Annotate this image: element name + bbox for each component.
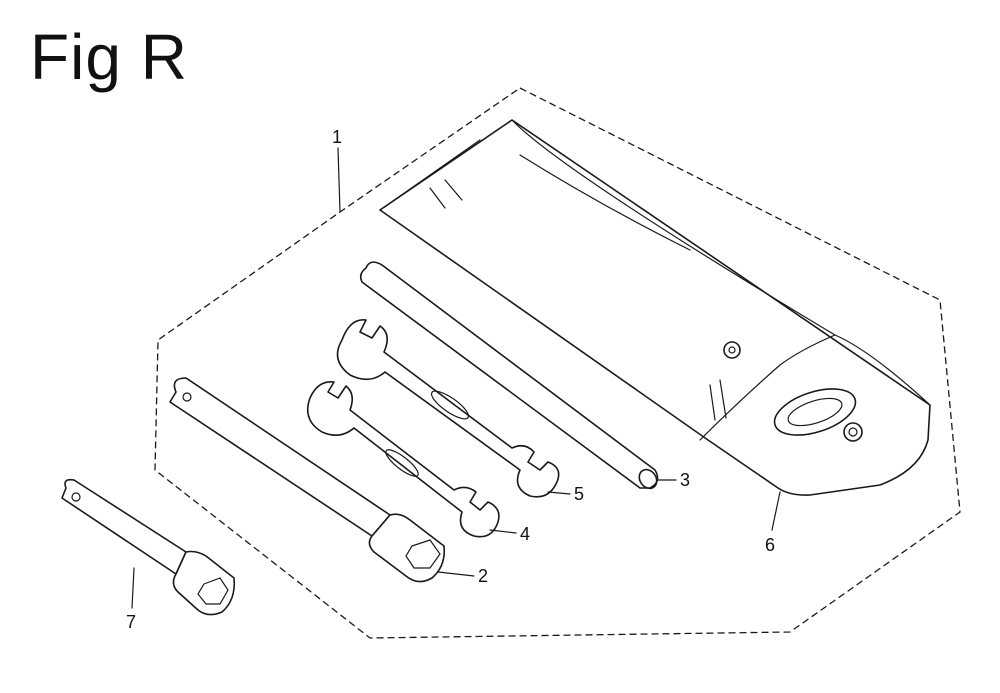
callout-5: 5 (574, 484, 584, 504)
leader-lines (131, 147, 781, 609)
tool-pouch (379, 119, 931, 496)
kit-boundary-outline (154, 87, 961, 639)
tommy-bar-rod (359, 261, 659, 490)
callout-1: 1 (332, 127, 342, 147)
callout-4: 4 (520, 524, 530, 544)
open-end-wrench-small (306, 381, 500, 538)
callout-6: 6 (765, 535, 775, 555)
callout-7: 7 (126, 612, 136, 632)
box-spanner-small (61, 478, 236, 616)
callout-2: 2 (478, 566, 488, 586)
open-end-wrench-large (336, 319, 560, 498)
figure-title: Fig R (30, 21, 188, 93)
callout-3: 3 (680, 470, 690, 490)
box-spanner (169, 377, 446, 583)
